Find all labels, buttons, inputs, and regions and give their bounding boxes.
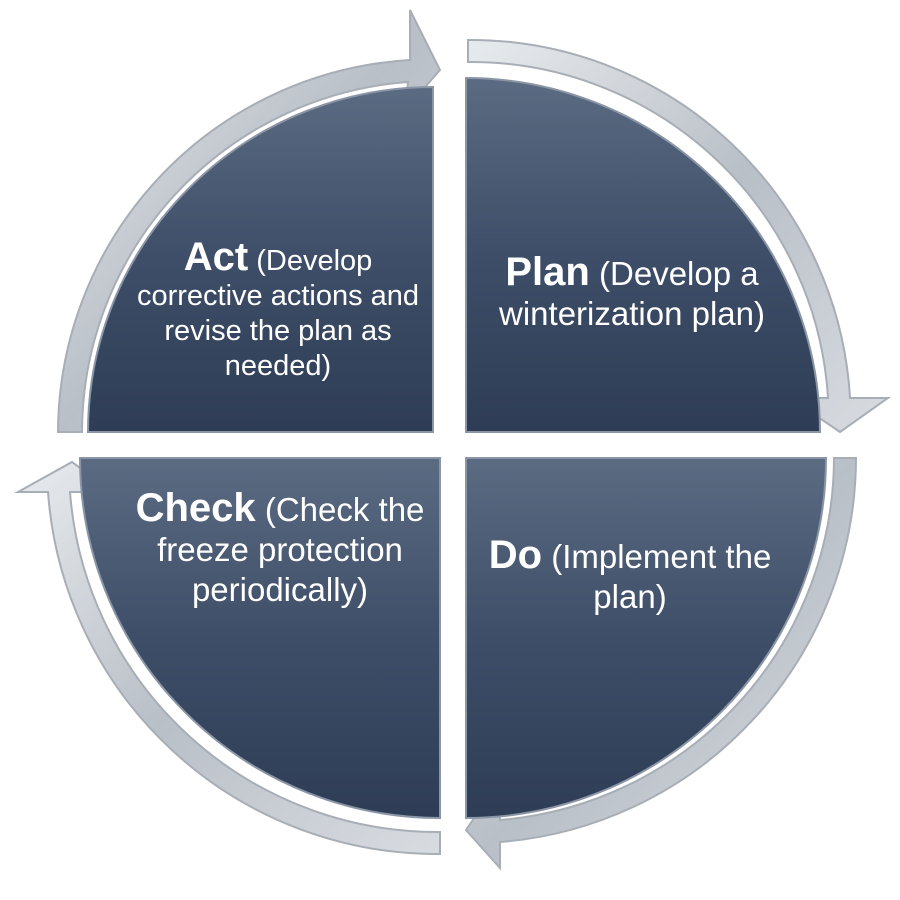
plan-quadrant — [465, 76, 822, 433]
check-title: Check — [135, 486, 256, 530]
plan-arrow — [467, 38, 892, 434]
plan-description: (Develop a winterization plan) — [499, 255, 765, 332]
act-description: (Develop corrective actions and revise t… — [136, 245, 420, 382]
do-title: Do — [488, 533, 543, 577]
act-arrow — [56, 9, 442, 433]
check-label: Check (Check the freeze protection perio… — [130, 488, 430, 610]
do-label: Do (Implement the plan) — [470, 535, 790, 617]
check-arrow — [14, 460, 441, 856]
plan-title: Plan — [505, 250, 590, 294]
act-quadrant — [86, 85, 434, 433]
act-label: Act (Develop corrective actions and revi… — [128, 237, 428, 384]
plan-label: Plan (Develop a winterization plan) — [492, 252, 772, 334]
do-description: (Implement the plan) — [542, 538, 772, 615]
check-quadrant — [78, 457, 441, 820]
do-quadrant — [465, 457, 828, 820]
check-description: (Check the freeze protection periodicall… — [157, 491, 425, 608]
do-arrow — [464, 457, 858, 871]
act-title: Act — [183, 235, 249, 279]
